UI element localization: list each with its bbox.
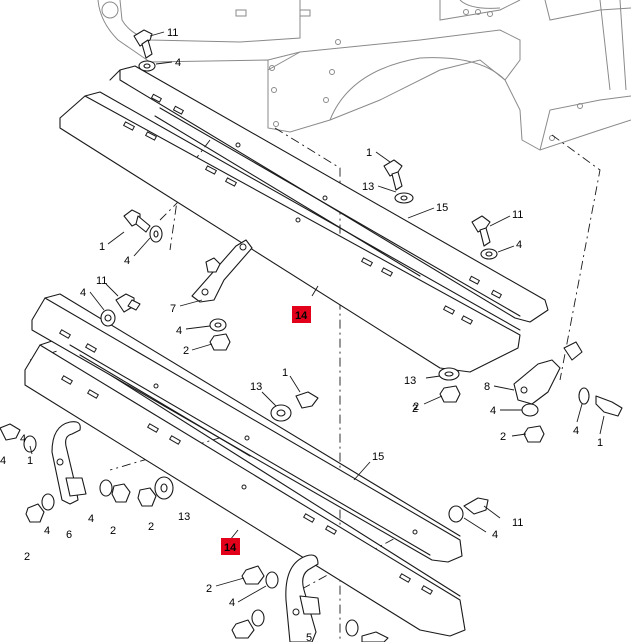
bracket-8 — [513, 341, 583, 443]
bolt-washer-13-center — [270, 391, 319, 422]
callout-labels: 11 4 1 13 15 11 4 1 4 11 4 7 4 2 13 2 8 … — [0, 27, 603, 642]
callout: 15 — [436, 202, 448, 214]
callout: 1 — [27, 455, 33, 467]
callout: 1 — [99, 241, 105, 253]
callout: 4 — [80, 287, 86, 299]
highlight-box — [292, 306, 311, 323]
callout: 1 — [282, 367, 288, 379]
bracket-7 — [191, 239, 253, 303]
callout: 2 — [413, 401, 419, 413]
callout: 2 — [24, 551, 30, 563]
callout: 4 — [229, 597, 235, 609]
callout: 4 — [124, 255, 130, 267]
callout: 6 — [66, 529, 72, 541]
callout: 5 — [306, 632, 312, 642]
callout: 1 — [366, 147, 372, 159]
highlighted-callout: 14 — [295, 310, 308, 322]
highlight-box — [221, 538, 240, 555]
bolt-left-mid — [100, 293, 141, 327]
bolt-upper-right — [383, 159, 414, 204]
washer-nut-pair-center — [99, 476, 174, 507]
callout: 4 — [44, 525, 50, 537]
highlighted-callout: 14 — [224, 542, 237, 554]
callout: 2 — [110, 525, 116, 537]
bolt-top — [133, 29, 156, 72]
callout: 15 — [372, 451, 384, 463]
highlighted-part-labels: 14 14 — [221, 306, 311, 555]
leader-lines — [29, 31, 605, 603]
washer-13-upper-right — [438, 367, 461, 403]
callout: 4 — [175, 57, 181, 69]
washer-nut-lower — [231, 565, 389, 642]
callout: 2 — [148, 521, 154, 533]
upper-blade-assembly — [59, 65, 549, 373]
bolt-right — [578, 387, 623, 417]
callout: 13 — [362, 181, 374, 193]
callout: 2 — [183, 345, 189, 357]
callout: 4 — [490, 405, 496, 417]
hardware — [0, 29, 623, 642]
callout: 2 — [412, 403, 418, 415]
callout: 8 — [484, 381, 490, 393]
hook-6 — [51, 421, 87, 505]
callout: 11 — [96, 275, 107, 287]
callout: 4 — [0, 455, 6, 467]
washer-nut-pair-left — [25, 493, 55, 523]
callout: 13 — [178, 511, 190, 523]
callout: 4 — [20, 433, 26, 445]
callout: 4 — [573, 425, 579, 437]
machine-frame — [97, 0, 631, 151]
bolt-left-upper — [123, 209, 163, 243]
bolt-upper-far-right — [471, 215, 498, 260]
callout: 4 — [516, 239, 522, 251]
callout: 11 — [167, 27, 178, 39]
bolt-left-edge — [0, 423, 37, 453]
callout: 13 — [250, 381, 262, 393]
callout: 4 — [492, 529, 498, 541]
callout: 7 — [170, 303, 176, 315]
bolt-washer-11-lower — [448, 497, 489, 523]
callout: 1 — [597, 437, 603, 449]
callout: 4 — [88, 513, 94, 525]
washer-nut-4-2 — [209, 318, 231, 351]
callout: 2 — [500, 431, 506, 443]
callout: 4 — [176, 325, 182, 337]
callout: 11 — [512, 517, 523, 529]
callout: 13 — [404, 375, 416, 387]
callout: 11 — [512, 209, 523, 221]
hook-5 — [285, 554, 321, 642]
lower-blade-assembly — [24, 293, 466, 637]
callout: 2 — [206, 583, 212, 595]
